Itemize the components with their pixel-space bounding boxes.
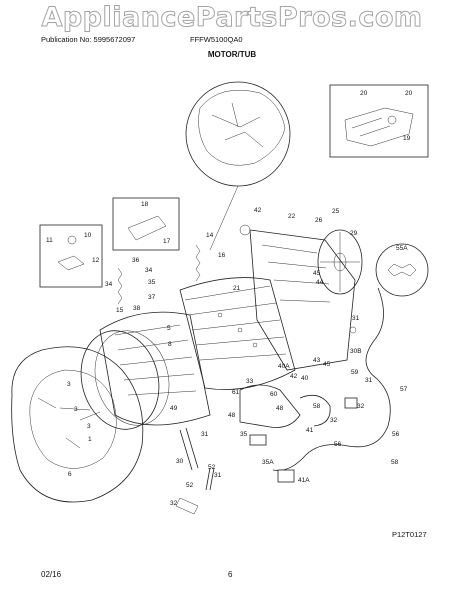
- callout-33: 33: [246, 378, 254, 385]
- callout-26: 26: [315, 217, 323, 224]
- callout-40: 40: [301, 375, 309, 382]
- callout-44: 44: [316, 279, 324, 286]
- detail-box-19: [329, 84, 429, 158]
- callout-37: 37: [148, 294, 156, 301]
- callout-48c: 48: [276, 405, 284, 412]
- callout-34b: 34: [105, 281, 113, 288]
- callout-35A: 35A: [262, 459, 274, 466]
- callout-19: 19: [403, 135, 411, 142]
- callout-49: 49: [170, 405, 178, 412]
- drive-pulley: [317, 229, 363, 295]
- detail-box-18: [112, 197, 180, 251]
- callout-3a: 3: [67, 381, 71, 388]
- callout-58b: 58: [391, 459, 399, 466]
- callout-14: 14: [206, 232, 214, 239]
- outer-tub-rear: [249, 229, 356, 371]
- callout-56a: 56: [392, 431, 400, 438]
- detail-magnifier: [185, 81, 291, 251]
- revision-date: 02/16: [41, 570, 62, 579]
- callout-48a: 45: [313, 270, 321, 277]
- callout-31a: 31: [352, 315, 360, 322]
- callout-45: 45: [323, 361, 331, 368]
- callout-32c: 32: [170, 500, 178, 507]
- callout-61: 61: [232, 389, 240, 396]
- inner-drum: [179, 277, 296, 390]
- callout-35-top: 35: [148, 279, 156, 286]
- callout-8: 8: [168, 341, 172, 348]
- callout-43: 43: [313, 357, 321, 364]
- callout-41: 41: [306, 427, 314, 434]
- callout-labels: 20 20 19 18 17 42 22 26 25 29 55A 10 11 …: [46, 90, 413, 507]
- callout-32b: 32: [330, 417, 338, 424]
- callout-1: 1: [88, 436, 92, 443]
- callout-40A: 40A: [278, 363, 290, 370]
- watermark: AppliancePartsPros.com: [41, 2, 423, 34]
- callout-52a: 52: [208, 464, 216, 471]
- callout-11: 11: [46, 237, 53, 244]
- callout-31c: 31: [201, 431, 209, 438]
- callout-31b: 31: [365, 377, 373, 384]
- callout-10: 10: [84, 232, 92, 239]
- detail-box-11-12: [39, 224, 103, 288]
- callout-20b: 20: [405, 90, 413, 97]
- callout-20a: 20: [360, 90, 368, 97]
- callout-18: 18: [141, 201, 149, 208]
- callout-34: 34: [145, 267, 153, 274]
- springs: [117, 244, 201, 305]
- callout-3b: 3: [74, 406, 78, 413]
- small-parts: [175, 224, 358, 515]
- callout-42: 42: [254, 207, 262, 214]
- section-title: MOTOR/TUB: [207, 50, 257, 59]
- callout-30B: 30B: [350, 348, 362, 355]
- callout-41A: 41A: [298, 477, 310, 484]
- callout-38: 38: [133, 305, 141, 312]
- callout-22: 22: [288, 213, 296, 220]
- outer-tub-front: [99, 311, 211, 426]
- callout-30: 30: [176, 458, 184, 465]
- callout-60: 60: [270, 391, 278, 398]
- callout-48b: 48: [228, 412, 236, 419]
- publication-number: Publication No: 5995672097: [41, 35, 136, 44]
- callout-5: 5: [167, 325, 171, 332]
- callout-36: 36: [132, 257, 140, 264]
- callout-16: 16: [218, 252, 226, 259]
- callout-57: 57: [400, 386, 408, 393]
- shock-absorbers: [179, 427, 215, 491]
- callout-42b: 42: [290, 373, 298, 380]
- callout-35b: 35: [240, 431, 248, 438]
- callout-31d: 31: [214, 472, 222, 479]
- callout-56b: 56: [334, 441, 342, 448]
- callout-25: 25: [332, 208, 340, 215]
- diagram-code: P12T0127: [392, 530, 427, 539]
- callout-58: 58: [313, 403, 321, 410]
- detail-circle-55A: [375, 243, 429, 297]
- callout-55A: 55A: [396, 245, 408, 252]
- callout-17: 17: [163, 238, 171, 245]
- pump-assembly: [239, 384, 331, 428]
- callout-29: 29: [350, 230, 358, 237]
- model-number: FFFW5100QA0: [190, 35, 243, 44]
- callout-3c: 3: [87, 423, 91, 430]
- callout-12: 12: [92, 257, 100, 264]
- page-number: 6: [228, 570, 233, 579]
- front-panel: [11, 346, 144, 503]
- callout-32a: 32: [357, 403, 365, 410]
- drain-hose: [272, 287, 391, 471]
- callout-21: 21: [233, 285, 241, 292]
- callout-59: 59: [351, 369, 359, 376]
- callout-15: 15: [116, 307, 124, 314]
- callout-52b: 52: [186, 482, 194, 489]
- callout-6: 6: [68, 471, 72, 478]
